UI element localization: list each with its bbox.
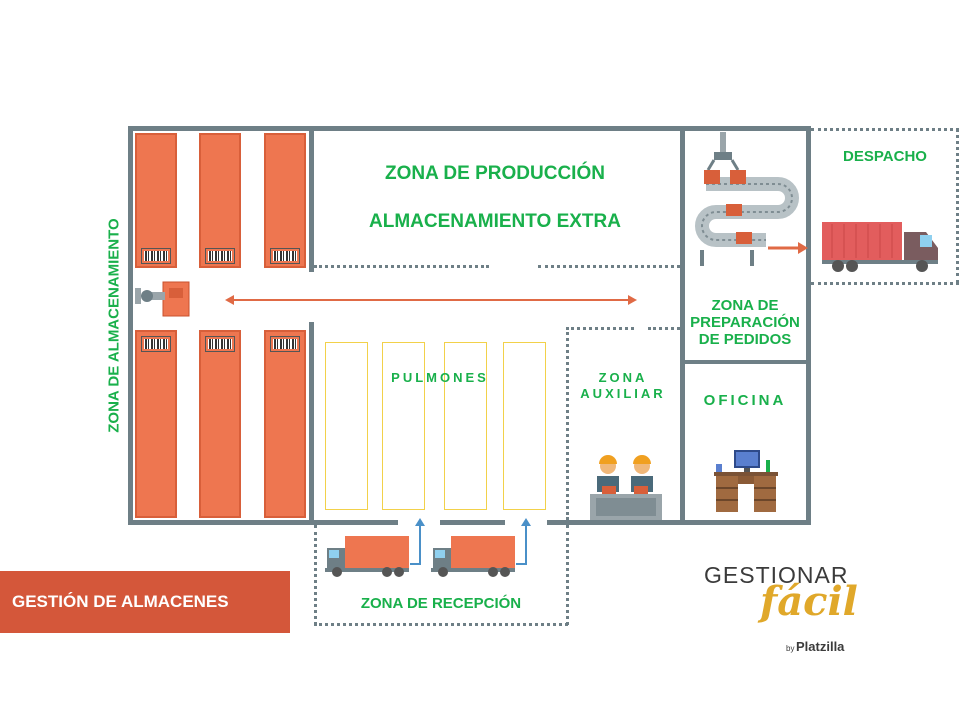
conveyor-icon bbox=[695, 132, 808, 266]
label-extra-storage: ALMACENAMIENTO EXTRA bbox=[369, 211, 621, 232]
barcode-icon bbox=[205, 336, 235, 352]
partition-aux-top-2 bbox=[648, 327, 680, 330]
wall-bottom-mid bbox=[440, 520, 505, 525]
wall-top bbox=[128, 126, 810, 131]
robot-arm-icon bbox=[135, 281, 190, 317]
label-office: OFICINA bbox=[703, 392, 787, 409]
banner-title: GESTIÓN DE ALMACENES bbox=[12, 592, 229, 611]
rack-bottom-2 bbox=[199, 330, 241, 518]
reception-border-right bbox=[566, 525, 569, 625]
label-dispatch: DESPACHO bbox=[843, 148, 927, 165]
dispatch-truck-icon bbox=[822, 222, 938, 272]
buffer-slot bbox=[325, 342, 368, 510]
label-auxiliary-2: AUXILIAR bbox=[580, 386, 666, 401]
wall-storage-divider bbox=[309, 126, 314, 272]
dispatch-border-bottom bbox=[811, 282, 959, 285]
logo-by: by bbox=[786, 644, 795, 653]
label-order-prep-3: DE PEDIDOS bbox=[698, 331, 792, 348]
title-banner: GESTIÓN DE ALMACENES bbox=[0, 571, 290, 633]
brand-logo: GESTIONAR fácil by Platzilla bbox=[700, 560, 870, 660]
partition-aux-left bbox=[566, 327, 569, 520]
reception-border-left bbox=[314, 525, 317, 625]
barcode-icon bbox=[141, 336, 171, 352]
reception-truck-icon bbox=[325, 536, 409, 577]
wall-office-top bbox=[680, 360, 810, 364]
desk-icon bbox=[714, 450, 778, 512]
wall-right-column bbox=[680, 126, 685, 525]
dispatch-border-right bbox=[956, 128, 959, 284]
label-production-zone: ZONA DE PRODUCCIÓN bbox=[385, 163, 605, 184]
label-reception-zone: ZONA DE RECEPCIÓN bbox=[360, 595, 522, 612]
barcode-icon bbox=[205, 248, 235, 264]
inbound-arrow-icon bbox=[410, 518, 425, 565]
label-order-prep-1: ZONA DE bbox=[711, 297, 779, 314]
logo-line2: fácil bbox=[760, 578, 858, 625]
partition-production bbox=[314, 265, 489, 268]
label-storage-zone: ZONA DE ALMACENAMIENTO bbox=[105, 218, 123, 433]
inbound-arrow-icon bbox=[516, 518, 531, 565]
barcode-icon bbox=[141, 248, 171, 264]
buffer-slot bbox=[382, 342, 425, 510]
partition-aux-top bbox=[566, 327, 634, 330]
aisle-arrow-icon bbox=[225, 295, 637, 305]
rack-bottom-3 bbox=[264, 330, 306, 518]
barcode-icon bbox=[270, 336, 300, 352]
workers-icon bbox=[590, 455, 662, 520]
buffer-slot bbox=[444, 342, 487, 510]
reception-truck-icon bbox=[431, 536, 515, 577]
rack-bottom-1 bbox=[135, 330, 177, 518]
logo-brand: Platzilla bbox=[796, 639, 845, 654]
wall-bottom-right bbox=[547, 520, 810, 525]
label-auxiliary-1: ZONA bbox=[598, 370, 648, 385]
dispatch-border-top bbox=[811, 128, 959, 131]
rack-top-1 bbox=[135, 133, 177, 268]
wall-right bbox=[806, 126, 811, 525]
label-buffers: PULMONES bbox=[391, 370, 489, 385]
wall-left bbox=[128, 126, 133, 525]
reception-border-bottom bbox=[314, 623, 568, 626]
rack-top-3 bbox=[264, 133, 306, 268]
rack-top-2 bbox=[199, 133, 241, 268]
partition-production-2 bbox=[538, 265, 680, 268]
barcode-icon bbox=[270, 248, 300, 264]
label-order-prep-2: PREPARACIÓN bbox=[690, 314, 800, 331]
buffer-slot bbox=[503, 342, 546, 510]
wall-bottom-left bbox=[128, 520, 398, 525]
logo-line1: GESTIONAR bbox=[704, 562, 849, 588]
wall-storage-divider-lower bbox=[309, 322, 314, 522]
